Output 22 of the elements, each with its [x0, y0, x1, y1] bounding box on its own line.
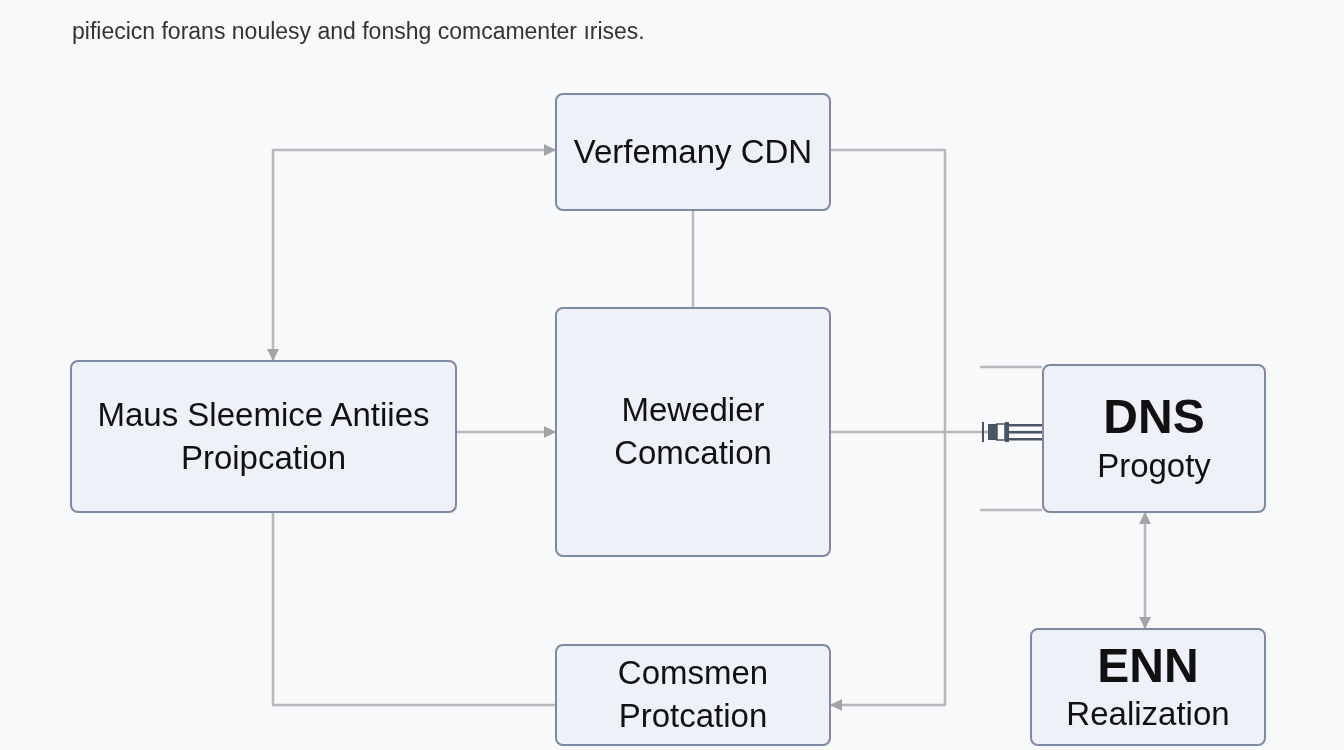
box-label: Maus Sleemice Antiies Proipcation	[96, 394, 431, 478]
arrow	[267, 144, 556, 361]
box-label: Verfemany CDN	[573, 131, 813, 172]
arrow	[457, 426, 556, 438]
process-box	[1042, 364, 1266, 513]
process-box	[1030, 628, 1266, 746]
arrow	[830, 148, 947, 711]
process-box	[555, 307, 831, 557]
plug-connector	[831, 421, 1043, 443]
connector-line	[271, 513, 555, 707]
box-label: Progoty	[1097, 445, 1211, 486]
process-box	[555, 644, 831, 746]
box-label: Realization	[1066, 694, 1230, 735]
arrow	[1139, 512, 1151, 629]
box-label: Mewedier Comcation	[613, 390, 773, 473]
process-box	[70, 360, 457, 513]
box-heading: DNS	[1103, 389, 1205, 445]
box-label: Comsmen Protcation	[616, 653, 770, 736]
process-box	[555, 93, 831, 211]
subtitle-text: pifiecicn forans noulesy and fonshg comcamenter ırises.	[72, 18, 645, 45]
connector-line	[691, 211, 695, 307]
box-heading: ENN	[1097, 637, 1199, 694]
